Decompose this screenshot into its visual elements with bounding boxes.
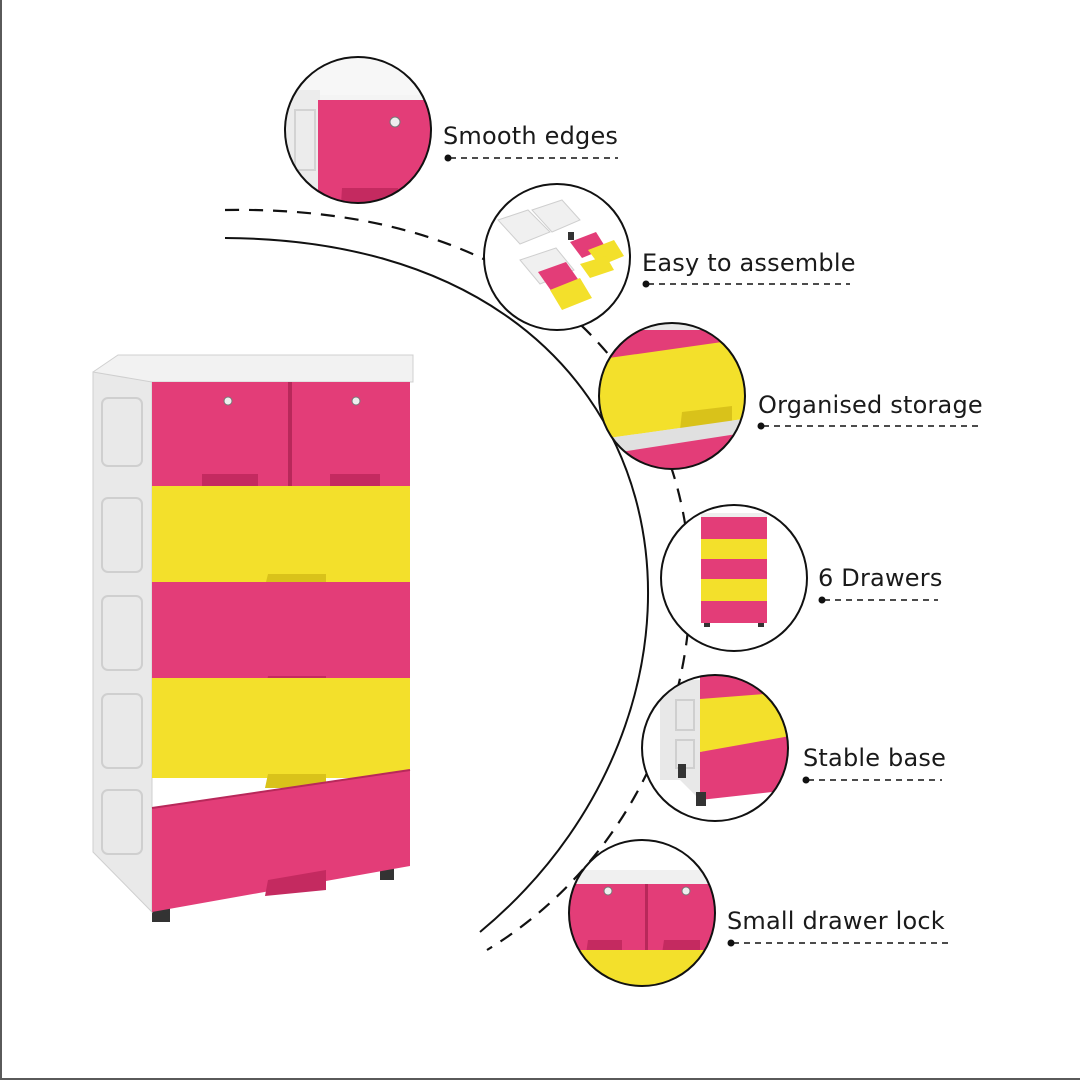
leader-lines <box>450 157 978 944</box>
leader-dots <box>444 154 826 947</box>
zoom-stable-base-icon <box>641 674 789 822</box>
zoom-assembly-parts-icon <box>483 183 631 331</box>
zoom-drawer-lock-icon <box>568 839 716 987</box>
feature-label-stable-base: Stable base <box>803 744 947 772</box>
feature-label-easy-to-assemble: Easy to assemble <box>642 249 856 277</box>
solid-arc <box>224 237 649 933</box>
dashed-arc <box>224 208 692 951</box>
zoom-smooth-edges-icon <box>284 56 432 204</box>
feature-label-drawer-lock: Small drawer lock <box>727 907 945 935</box>
feature-label-organised-storage: Organised storage <box>758 391 983 419</box>
feature-label-smooth-edges: Smooth edges <box>443 122 619 150</box>
feature-label-six-drawers: 6 Drawers <box>818 564 943 592</box>
dresser-product-image <box>92 354 414 922</box>
zoom-six-drawers-icon <box>660 504 808 652</box>
